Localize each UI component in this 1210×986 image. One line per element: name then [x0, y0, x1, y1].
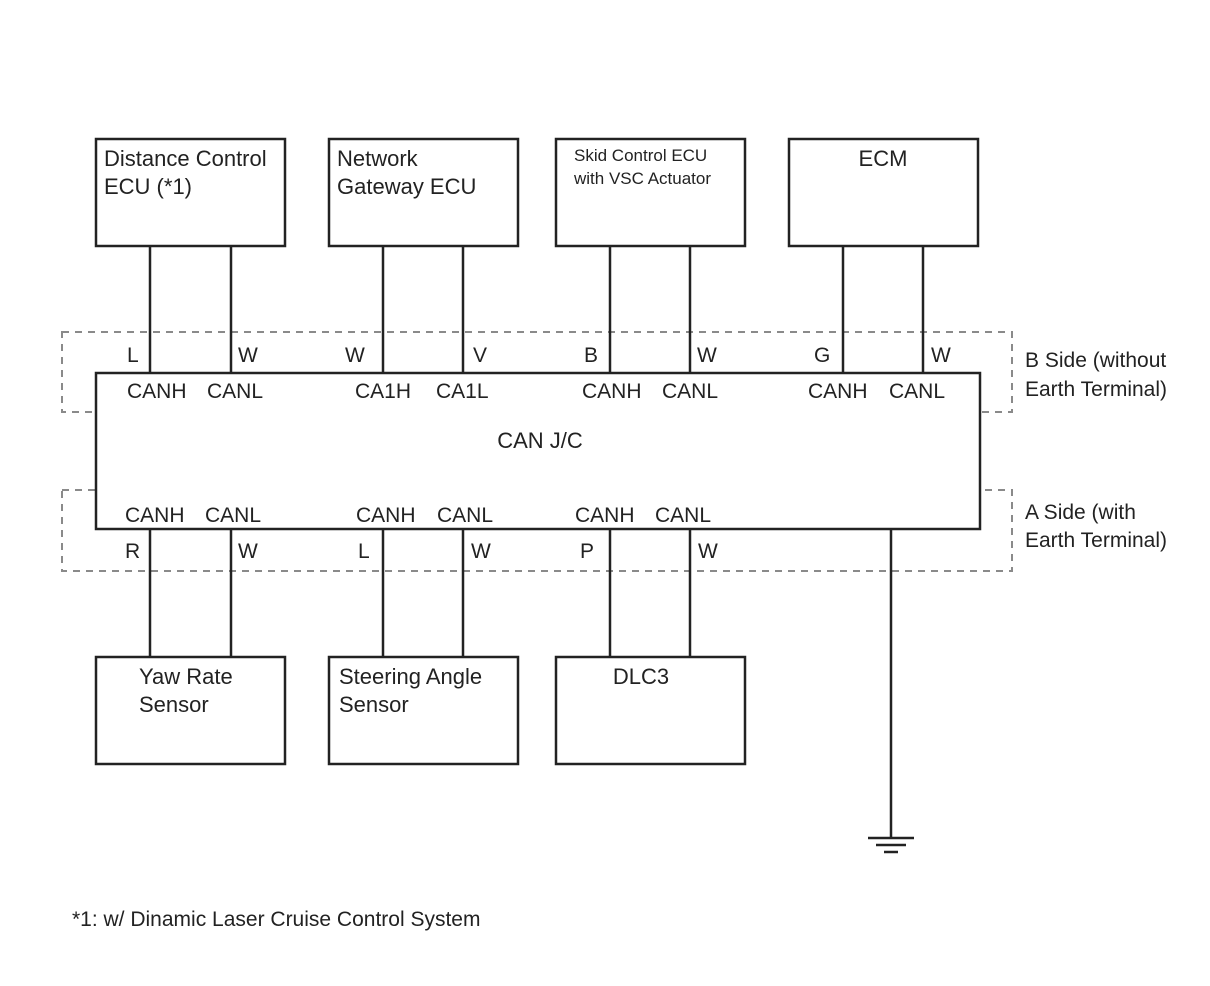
ecu-label-line: Gateway ECU — [337, 174, 476, 199]
component-label-line: Yaw Rate — [139, 664, 233, 689]
ecu-label-line: Network — [337, 146, 419, 171]
wire-color-label: W — [238, 344, 258, 367]
component-label-line: DLC3 — [613, 664, 669, 689]
ground-icon — [868, 836, 914, 854]
bottom-wire-colors: R W L W P W — [125, 540, 718, 563]
ecu-label-line: ECM — [859, 146, 908, 171]
connector-box-dlc3: DLC3 — [554, 655, 747, 766]
ecu-label-line: with VSC Actuator — [573, 169, 711, 188]
wire-color-label: L — [127, 344, 139, 367]
wire-color-label: P — [580, 540, 594, 563]
wire-color-label: W — [931, 344, 951, 367]
wire-color-label: W — [698, 540, 718, 563]
b-side-annotation: B Side (without Earth Terminal) — [1025, 349, 1167, 401]
pin-label: CANL — [437, 504, 493, 527]
ecu-label-line: ECU (*1) — [104, 174, 192, 199]
ecu-box-network-gateway: Network Gateway ECU — [327, 137, 520, 248]
pin-label: CANH — [575, 504, 635, 527]
junction-label: CAN J/C — [497, 428, 583, 453]
side-label-line: Earth Terminal) — [1025, 529, 1167, 552]
wire-color-label: W — [471, 540, 491, 563]
component-label-line: Sensor — [139, 692, 209, 717]
pin-label: CA1L — [436, 380, 489, 403]
wire-color-label: G — [814, 344, 830, 367]
a-side-pin-labels: CANH CANL CANH CANL CANH CANL — [125, 504, 711, 527]
b-side-pin-labels: CANH CANL CA1H CA1L CANH CANL CANH CANL — [127, 380, 945, 403]
pin-label: CA1H — [355, 380, 411, 403]
pin-label: CANL — [655, 504, 711, 527]
wire-color-label: R — [125, 540, 140, 563]
pin-label: CANH — [127, 380, 187, 403]
sensor-box-steering-angle: Steering Angle Sensor — [327, 655, 520, 766]
component-label-line: Steering Angle — [339, 664, 482, 689]
sensor-box-yaw-rate: Yaw Rate Sensor — [94, 655, 287, 766]
wire-color-label: B — [584, 344, 598, 367]
bottom-wires — [148, 529, 692, 657]
pin-label: CANH — [125, 504, 185, 527]
top-wires — [148, 246, 925, 373]
a-side-annotation: A Side (with Earth Terminal) — [1025, 501, 1167, 552]
ecu-box-skid-control: Skid Control ECU with VSC Actuator — [554, 137, 747, 248]
footnote: *1: w/ Dinamic Laser Cruise Control Syst… — [72, 908, 480, 931]
b-side-region — [61, 331, 1013, 413]
ecu-label-line: Skid Control ECU — [574, 146, 707, 165]
wire-color-label: W — [697, 344, 717, 367]
pin-label: CANL — [205, 504, 261, 527]
ecu-box-ecm: ECM — [787, 137, 980, 248]
component-label-line: Sensor — [339, 692, 409, 717]
pin-label: CANH — [356, 504, 416, 527]
top-wire-colors: L W W V B W G W — [127, 344, 951, 367]
ecu-box-distance-control: Distance Control ECU (*1) — [94, 137, 287, 248]
can-junction-connector: CAN J/C — [94, 371, 982, 531]
pin-label: CANH — [582, 380, 642, 403]
side-label-line: Earth Terminal) — [1025, 378, 1167, 401]
wire-color-label: W — [345, 344, 365, 367]
wire-color-label: W — [238, 540, 258, 563]
pin-label: CANL — [207, 380, 263, 403]
pin-label: CANL — [662, 380, 718, 403]
pin-label: CANL — [889, 380, 945, 403]
wire-color-label: L — [358, 540, 370, 563]
wire-color-label: V — [473, 344, 487, 367]
side-label-line: A Side (with — [1025, 501, 1136, 524]
ecu-label-line: Distance Control — [104, 146, 267, 171]
pin-label: CANH — [808, 380, 868, 403]
side-label-line: B Side (without — [1025, 349, 1166, 372]
